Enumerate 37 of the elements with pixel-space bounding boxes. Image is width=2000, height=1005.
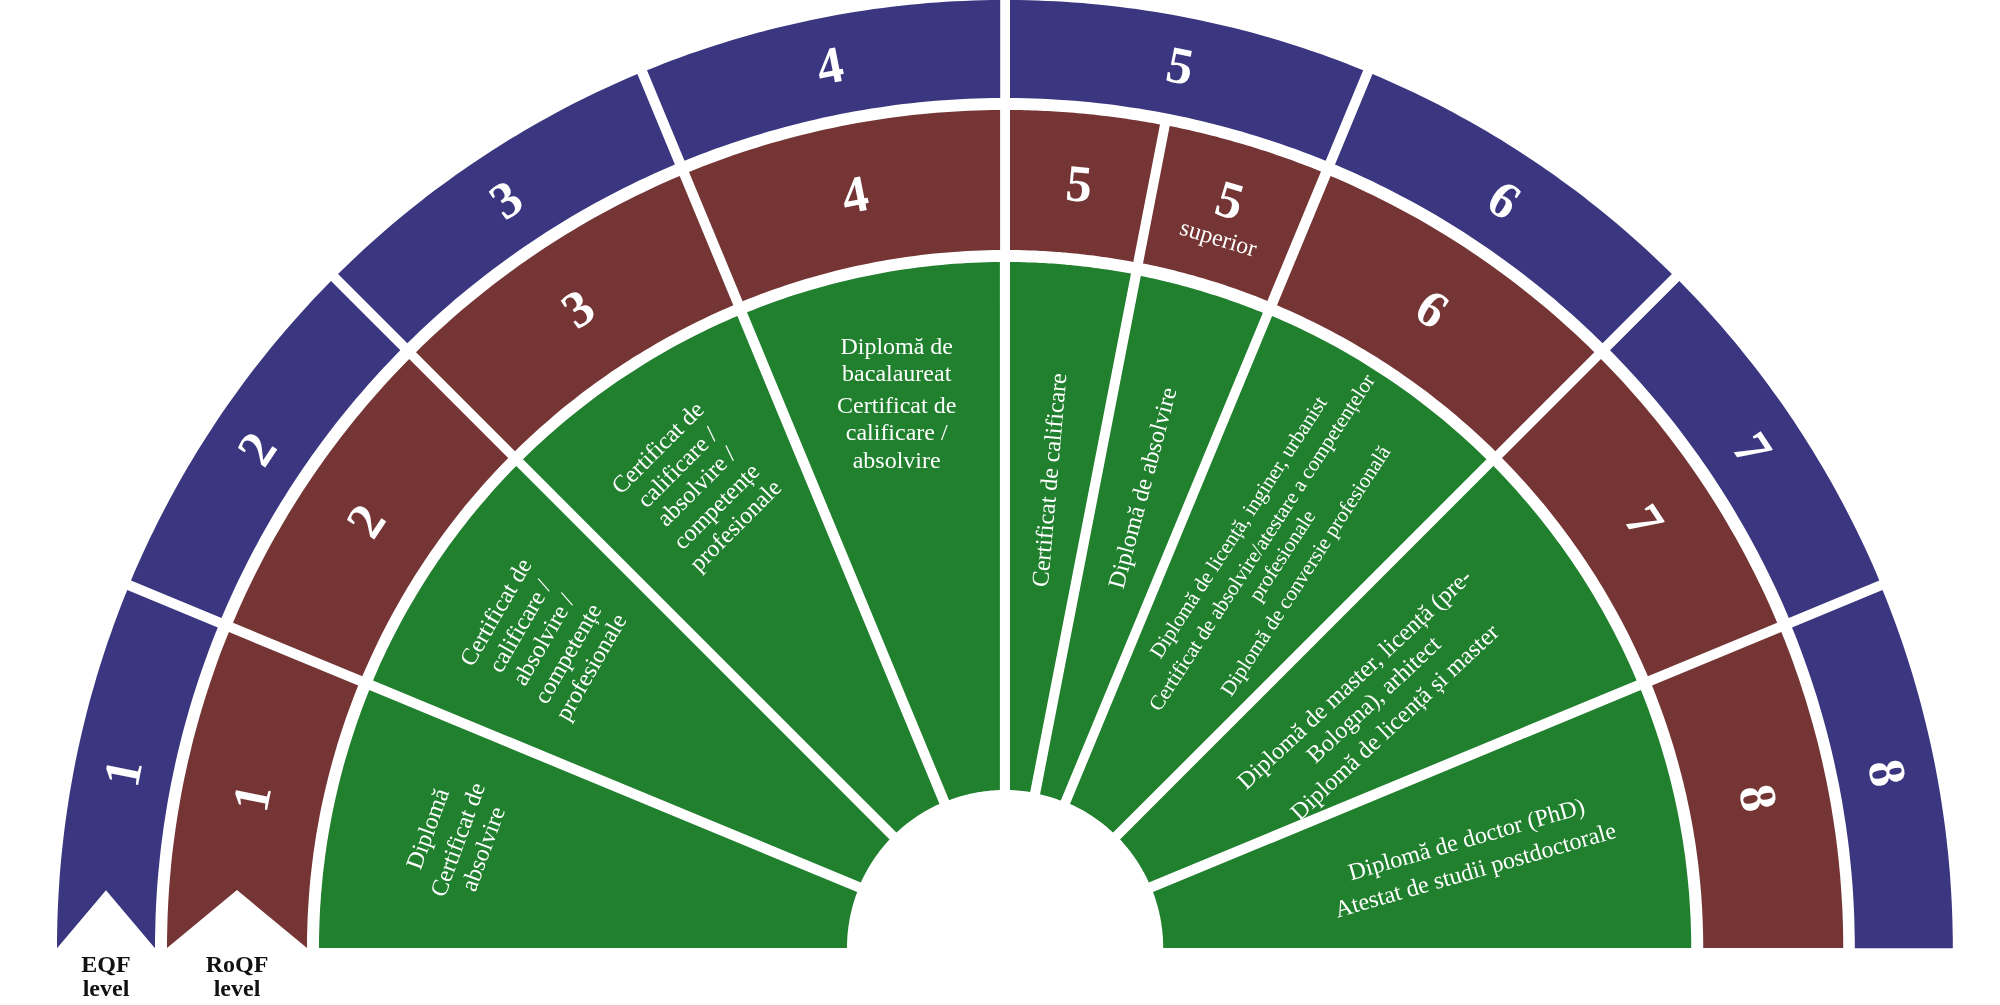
ring-label: RoQF level — [204, 952, 270, 1000]
level-number: 7 — [1721, 420, 1785, 477]
roqf-level-sector — [1010, 110, 1160, 262]
eqf-level-sector — [1609, 281, 1879, 619]
level-number: 2 — [334, 493, 398, 550]
level-number: 8 — [1855, 753, 1919, 793]
eqf-level-sector — [131, 281, 401, 619]
eqf-level-sector — [646, 0, 1000, 161]
level-number: 6 — [1477, 168, 1533, 233]
qualification-text: Diplomă de absolvire — [1102, 384, 1182, 592]
level-number: 5 — [1161, 34, 1200, 99]
roqf-level-sector — [1651, 631, 1843, 948]
level-number: 2 — [225, 420, 289, 477]
qualification-text: Certificat de calificare — [1025, 371, 1073, 591]
level-number: 4 — [835, 162, 875, 227]
level-number: 3 — [477, 168, 533, 233]
level-number: 1 — [91, 753, 155, 793]
level-number: 5 — [1209, 167, 1251, 231]
roqf-level-sector — [1143, 126, 1322, 302]
roqf-level-sector — [688, 110, 1000, 302]
ring-label: EQF level — [80, 952, 132, 1000]
eqf-level-sector — [1792, 589, 1953, 948]
qualification-text: Certificat de calificare / absolvire — [836, 391, 958, 475]
eqf-level-sector — [1010, 0, 1364, 161]
eqf-level-sector — [57, 589, 218, 948]
level-number: 5 — [1061, 152, 1096, 215]
level-number: 7 — [1612, 493, 1676, 550]
level-number: 4 — [810, 34, 849, 99]
roqf-level-sector — [167, 631, 359, 948]
level-number: 1 — [219, 778, 283, 819]
qualification-text: Diplomă de bacalaureat — [839, 332, 954, 388]
eqf-level-sector — [1334, 74, 1672, 344]
level-number: 6 — [1404, 277, 1460, 342]
eqf-level-sector — [338, 74, 676, 344]
roqf-level-sector — [1502, 359, 1778, 677]
level-number: 8 — [1727, 778, 1791, 819]
level-number: 3 — [550, 277, 606, 342]
